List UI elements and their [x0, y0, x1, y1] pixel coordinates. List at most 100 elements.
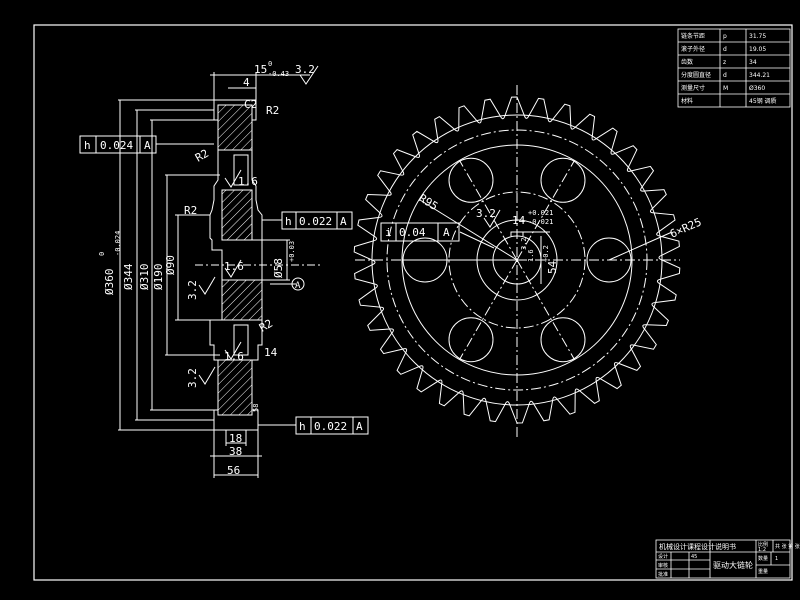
parameter-table — [677, 28, 791, 108]
rough-3-2-b — [198, 366, 216, 385]
dim-r2-c: R2 — [184, 204, 197, 217]
hole-centerline — [459, 259, 518, 360]
hole-centerline — [459, 160, 518, 261]
lightening-holes — [402, 157, 632, 363]
section-view — [118, 65, 320, 478]
dim-c2: C2 — [244, 98, 257, 111]
dim-3-2-a: 3.2 — [186, 280, 199, 300]
param-cell: 19.05 — [749, 46, 766, 53]
title-drawn: 设计 — [658, 553, 668, 560]
dim-rough-top: 3.2 — [295, 63, 315, 76]
frame-front-leader — [459, 231, 495, 249]
title-checked: 审核 — [658, 562, 668, 569]
param-cell: 31.75 — [749, 33, 766, 40]
param-cell: Ø360 — [749, 85, 765, 92]
param-cell: 滚子外径 — [681, 45, 705, 53]
front-view — [353, 85, 681, 440]
frame1-value: 0.024 — [100, 139, 133, 152]
dim-1-6-a: 1.6 — [238, 175, 258, 188]
feature-frame-3: h 0.022 A — [295, 416, 369, 435]
frame2-sym: h — [285, 215, 292, 228]
dim-d190: Ø190 — [152, 264, 165, 291]
pitch-line-circle — [386, 129, 648, 391]
dim-keyway-tol-hi: +0.021 — [528, 209, 553, 217]
param-cell: z — [723, 59, 726, 66]
rough-front — [483, 209, 501, 228]
title-part-name: 驱动大链轮 — [713, 560, 753, 570]
title-approved: 批准 — [658, 571, 668, 578]
dim-d90: Ø90 — [164, 255, 177, 275]
dim-d58: Ø58 — [272, 258, 285, 278]
lightening-hole — [448, 157, 494, 203]
title-block — [655, 539, 791, 579]
dim-d310: Ø310 — [138, 264, 151, 291]
dim-d58-tol: +0.03 — [288, 241, 296, 262]
feature-frames-section: h 0.024 A h 0.022 A h 0.022 A — [79, 135, 369, 435]
dim-r2-d: R2 — [257, 317, 275, 335]
rough-1-6-b — [224, 259, 242, 278]
frame-front-value: 0.04 — [399, 226, 426, 239]
keyway — [510, 231, 524, 236]
dim-4: 4 — [243, 76, 250, 89]
dim-1-6-b: 1.6 — [224, 260, 244, 273]
rough-1-6-c — [224, 341, 242, 360]
frame-front-sym: i — [385, 226, 392, 239]
web-recess-bottom — [233, 324, 249, 356]
title-weight: 重量 — [758, 568, 768, 575]
title-qty: 1 — [775, 556, 778, 562]
hatch-rim-bottom — [217, 359, 253, 416]
dim-18: 18 — [229, 432, 242, 445]
dim-keyway-h-tol: +0.2 — [542, 245, 550, 262]
frame2-datum: A — [340, 215, 347, 228]
title-block-text: 机械设计课程设计说明书 比例 1:2 共 张 第 张 设计 审核 批准 45 驱… — [658, 541, 800, 578]
datum-letter: A — [295, 281, 301, 291]
dim-small-b: 1.6 — [527, 249, 535, 262]
frame3-sym: h — [299, 420, 306, 433]
hatch-rim-top — [217, 104, 253, 151]
title-qty-label: 数量 — [758, 555, 768, 562]
dim-d360-tol-low: -0.024 — [114, 231, 122, 256]
dim-d344: Ø344 — [122, 263, 135, 290]
param-cell: d — [723, 72, 727, 79]
dim-rough-front: 3.2 — [476, 207, 496, 220]
param-cell: 344.21 — [749, 72, 770, 79]
rough-symbol-top — [299, 65, 319, 85]
lightening-hole — [540, 317, 586, 363]
dim-r2-b: R2 — [193, 147, 211, 165]
r95-leader — [419, 199, 518, 261]
hole-centerline — [516, 259, 575, 360]
frame3-datum: A — [356, 420, 363, 433]
param-cell: 齿数 — [681, 58, 693, 66]
dim-holes: 6×R25 — [668, 215, 704, 240]
title-scale-label: 比例 — [758, 541, 768, 548]
title-scale: 1:2 — [758, 547, 766, 553]
dim-1-6-c: 1.6 — [224, 350, 244, 363]
frame3-value: 0.022 — [314, 420, 347, 433]
dim-d360: Ø360 — [103, 269, 116, 296]
dim-chamfer-tol-low: -0.43 — [268, 70, 289, 78]
frame2-value: 0.022 — [299, 215, 332, 228]
param-cell: 测量尺寸 — [681, 84, 705, 92]
frame1-sym: h — [84, 139, 91, 152]
title-material: 45 — [691, 554, 697, 560]
hole-centerline — [516, 160, 575, 261]
param-cell: M — [723, 85, 728, 92]
dim-r2-a: R2 — [266, 104, 279, 117]
param-cell: 45钢 调质 — [749, 97, 777, 105]
title-sheet: 共 张 第 张 — [775, 543, 800, 550]
holes-leader — [608, 231, 673, 261]
dim-38: 38 — [229, 445, 242, 458]
dim-chamfer: 15 — [254, 63, 267, 76]
param-cell: 分度圆直径 — [681, 71, 711, 79]
lightening-hole — [540, 157, 586, 203]
feature-frame-front: i 0.04 A — [380, 222, 460, 242]
rough-3-2-a — [198, 276, 216, 295]
dim-3-2-b: 3.2 — [186, 368, 199, 388]
dim-14: 14 — [264, 346, 278, 359]
frame-front-datum: A — [443, 226, 450, 239]
lightening-hole — [448, 317, 494, 363]
param-cell: d — [723, 46, 727, 53]
